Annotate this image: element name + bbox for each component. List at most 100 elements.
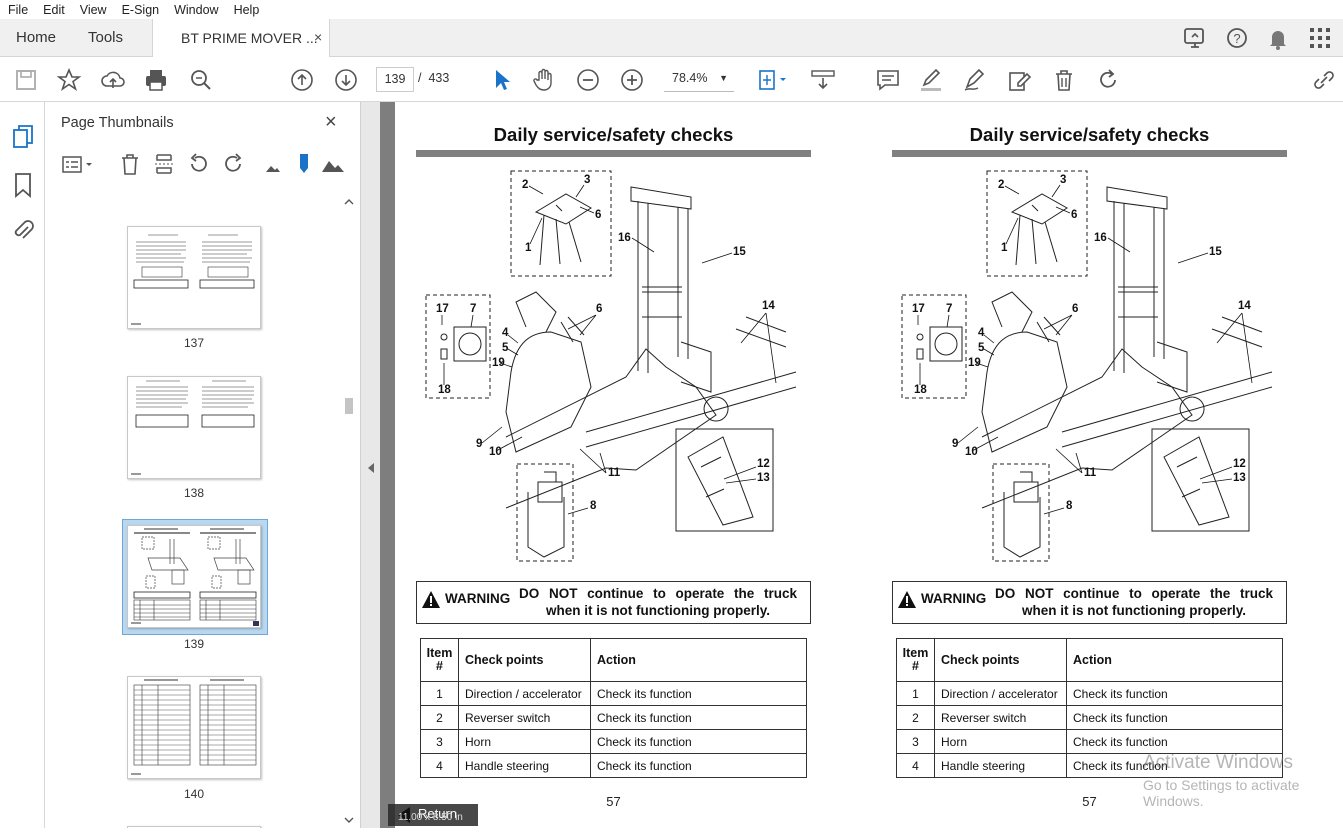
fit-page-icon[interactable] xyxy=(756,67,790,93)
menu-edit[interactable]: Edit xyxy=(43,2,65,17)
draw-icon[interactable] xyxy=(962,67,988,93)
thumbnail-scrollbar[interactable] xyxy=(343,194,355,828)
panel-splitter[interactable] xyxy=(360,102,380,828)
link-sign-icon[interactable] xyxy=(1311,67,1337,93)
menu-window[interactable]: Window xyxy=(174,2,219,17)
upload-cloud-icon[interactable] xyxy=(100,67,126,93)
table-cell: Check its function xyxy=(1066,753,1283,778)
bookmark-icon[interactable] xyxy=(13,172,33,198)
svg-text:3: 3 xyxy=(1060,174,1066,186)
table-cell: 2 xyxy=(896,705,935,730)
tab-tools[interactable]: Tools xyxy=(88,29,124,46)
svg-text:16: 16 xyxy=(618,232,631,244)
tab-document[interactable]: BT PRIME MOVER ... × xyxy=(152,19,330,58)
page-number: 57 xyxy=(606,794,621,809)
warning-text: DO NOT continue to operate the truck whe… xyxy=(519,586,797,618)
thumbnail-label: 140 xyxy=(183,787,205,801)
bookmark-star-icon[interactable] xyxy=(56,67,82,93)
svg-text:19: 19 xyxy=(968,357,981,369)
delete-icon[interactable] xyxy=(1051,67,1077,93)
tab-home[interactable]: Home xyxy=(16,29,57,46)
hand-tool-icon[interactable] xyxy=(531,67,557,93)
bell-icon[interactable] xyxy=(1267,27,1289,51)
panel-close-icon[interactable]: × xyxy=(325,111,337,133)
panel-title: Page Thumbnails xyxy=(61,115,174,131)
tab-document-title: BT PRIME MOVER ... xyxy=(181,30,318,46)
small-thumbnails-icon[interactable] xyxy=(265,158,281,174)
page-left: Daily service/safety checks xyxy=(416,102,811,828)
table-cell: Horn xyxy=(934,729,1067,754)
svg-text:6: 6 xyxy=(595,209,601,221)
table-cell: Horn xyxy=(458,729,591,754)
search-zoom-icon[interactable] xyxy=(188,67,214,93)
thumbnail-label: 137 xyxy=(183,336,205,350)
menu-esign[interactable]: E-Sign xyxy=(121,2,160,17)
table-cell: Check its function xyxy=(590,729,807,754)
scroll-mode-icon[interactable] xyxy=(810,67,836,93)
thumbnail-label: 138 xyxy=(183,486,205,500)
svg-text:4: 4 xyxy=(978,327,985,339)
thumbnail-list: 136 137 xyxy=(45,192,343,828)
warning-text: DO NOT continue to operate the truck whe… xyxy=(995,586,1273,618)
thumbnail-page[interactable] xyxy=(127,376,261,479)
edit-text-icon[interactable] xyxy=(1006,67,1032,93)
return-button[interactable]: Return 11.00 x 8.50 in xyxy=(388,804,478,826)
print-icon[interactable] xyxy=(143,67,169,93)
extract-page-icon[interactable] xyxy=(153,152,175,176)
rotate-ccw-icon[interactable] xyxy=(187,152,211,176)
tab-close-icon[interactable]: × xyxy=(314,29,323,45)
select-arrow-icon[interactable] xyxy=(488,67,514,93)
table-cell: Check its function xyxy=(1066,705,1283,730)
thumbnail-page[interactable] xyxy=(127,676,261,779)
size-slider-icon[interactable] xyxy=(297,152,311,176)
share-screen-icon[interactable] xyxy=(1183,27,1207,49)
menu-view[interactable]: View xyxy=(79,2,107,17)
thumbnail-label: 139 xyxy=(183,637,205,651)
collapse-arrow-icon[interactable] xyxy=(367,462,375,474)
thumbnail-page-selected[interactable] xyxy=(127,525,261,628)
table-cell: Reverser switch xyxy=(934,705,1067,730)
column-header: Check points xyxy=(458,638,591,682)
comment-icon[interactable] xyxy=(875,67,901,93)
svg-text:?: ? xyxy=(1233,31,1240,46)
tab-bar: Home Tools BT PRIME MOVER ... × ? xyxy=(0,19,1343,58)
zoom-dropdown[interactable]: 78.4%▼ xyxy=(664,67,734,92)
zoom-in-icon[interactable] xyxy=(619,67,645,93)
attachment-icon[interactable] xyxy=(11,218,35,244)
save-icon[interactable] xyxy=(13,67,39,93)
table-cell: 4 xyxy=(420,753,459,778)
svg-text:9: 9 xyxy=(952,438,958,450)
page-number-input[interactable]: 139 xyxy=(376,67,414,92)
document-viewer[interactable]: Daily service/safety checks xyxy=(380,102,1343,828)
apps-grid-icon[interactable] xyxy=(1309,27,1331,49)
svg-text:2: 2 xyxy=(522,179,528,191)
large-thumbnails-icon[interactable] xyxy=(321,154,345,174)
rotate-cw-icon[interactable] xyxy=(221,152,245,176)
page-thumbnails-icon[interactable] xyxy=(11,124,35,150)
thumbnail-preview xyxy=(131,528,259,626)
svg-text:5: 5 xyxy=(978,342,985,354)
chevron-down-icon: ▼ xyxy=(719,73,728,83)
zoom-out-icon[interactable] xyxy=(575,67,601,93)
menu-file[interactable]: File xyxy=(8,2,29,17)
svg-text:17: 17 xyxy=(436,303,449,315)
highlight-pen-icon[interactable] xyxy=(918,67,944,93)
thumbnail-preview xyxy=(131,380,255,475)
help-icon[interactable]: ? xyxy=(1225,27,1249,51)
thumbnail-page[interactable] xyxy=(127,226,261,329)
delete-page-icon[interactable] xyxy=(119,152,141,176)
thumbnail-page[interactable] xyxy=(127,826,261,828)
thumbnail-options-icon[interactable] xyxy=(61,154,95,176)
svg-text:11: 11 xyxy=(608,467,621,479)
rotate-icon[interactable] xyxy=(1095,67,1121,93)
table-cell: 3 xyxy=(420,729,459,754)
svg-text:7: 7 xyxy=(946,303,952,315)
page-number: 57 xyxy=(1082,794,1097,809)
next-page-icon[interactable] xyxy=(333,67,359,93)
previous-page-icon[interactable] xyxy=(289,67,315,93)
menu-help[interactable]: Help xyxy=(233,2,260,17)
svg-text:17: 17 xyxy=(912,303,925,315)
